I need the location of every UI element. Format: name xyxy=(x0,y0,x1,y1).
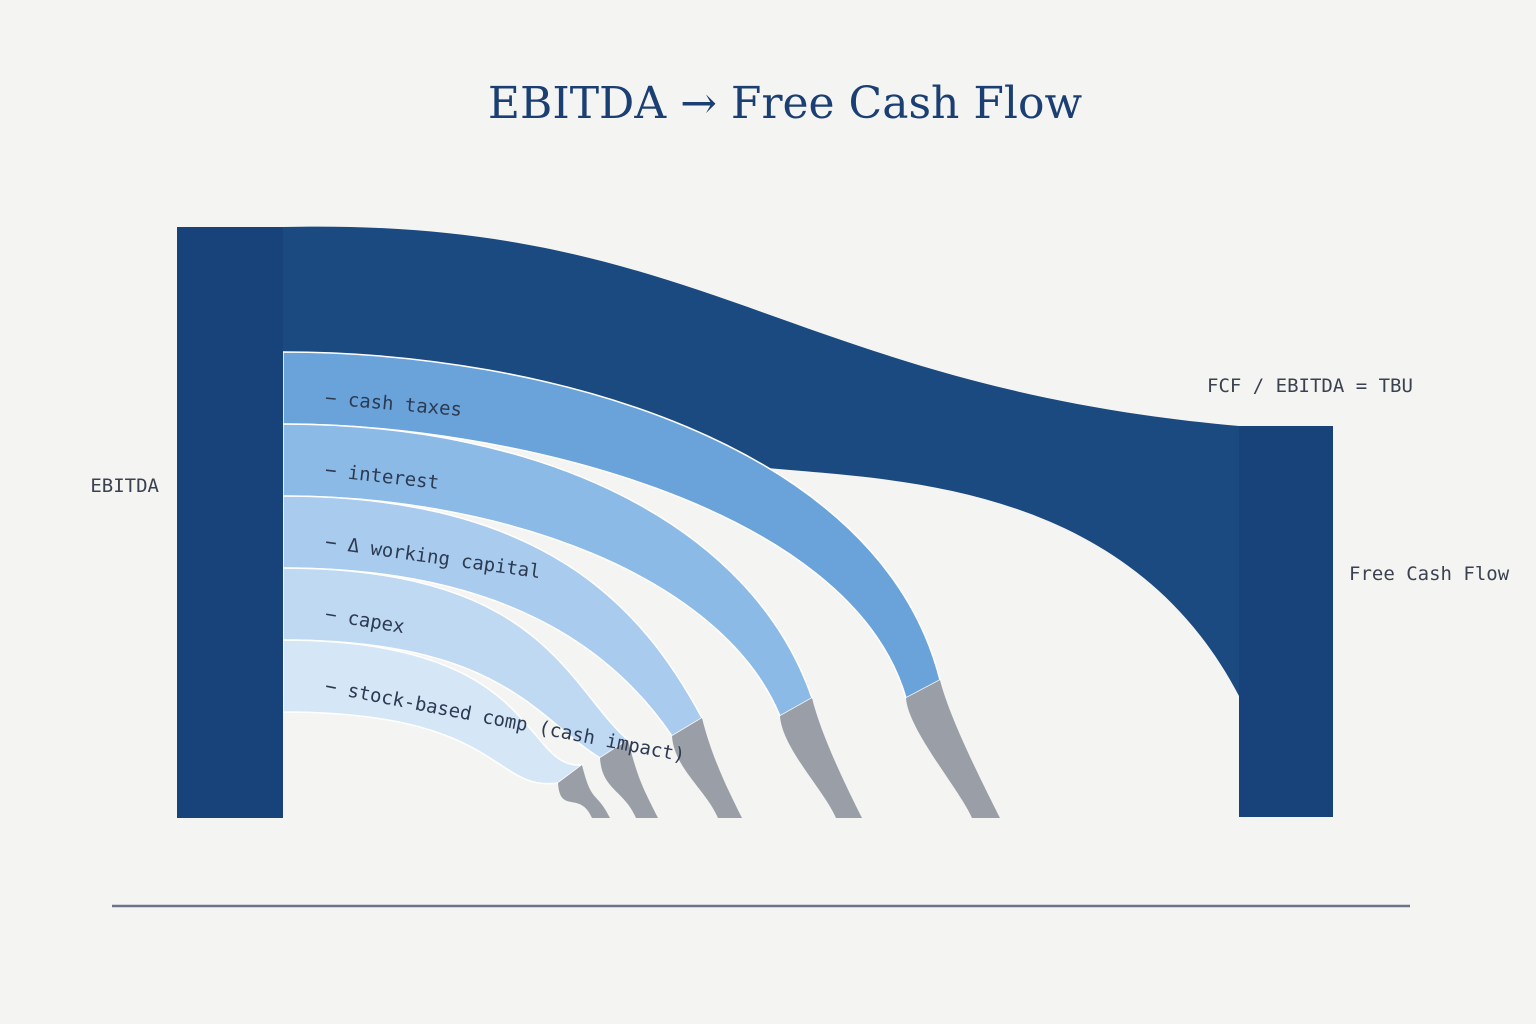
node-label-ebitda: EBITDA xyxy=(90,475,159,497)
ratio-label: FCF / EBITDA = TBU xyxy=(1207,375,1413,397)
node-group xyxy=(177,227,1333,818)
flow-sink-tail-2 xyxy=(672,718,742,818)
node-free-cash-flow xyxy=(1239,426,1333,817)
flow-group xyxy=(282,226,1239,818)
chart-title: EBITDA → Free Cash Flow xyxy=(488,78,1083,129)
node-label-free-cash-flow: Free Cash Flow xyxy=(1349,563,1510,585)
flow-sink-tail-1 xyxy=(780,698,862,818)
node-ebitda xyxy=(177,227,283,818)
flow-main-fcf xyxy=(283,226,1239,696)
flow-sink-tail-0 xyxy=(906,680,1000,818)
flow-sink-tail-3 xyxy=(600,740,658,818)
flow-sink-tail-4 xyxy=(558,765,610,818)
